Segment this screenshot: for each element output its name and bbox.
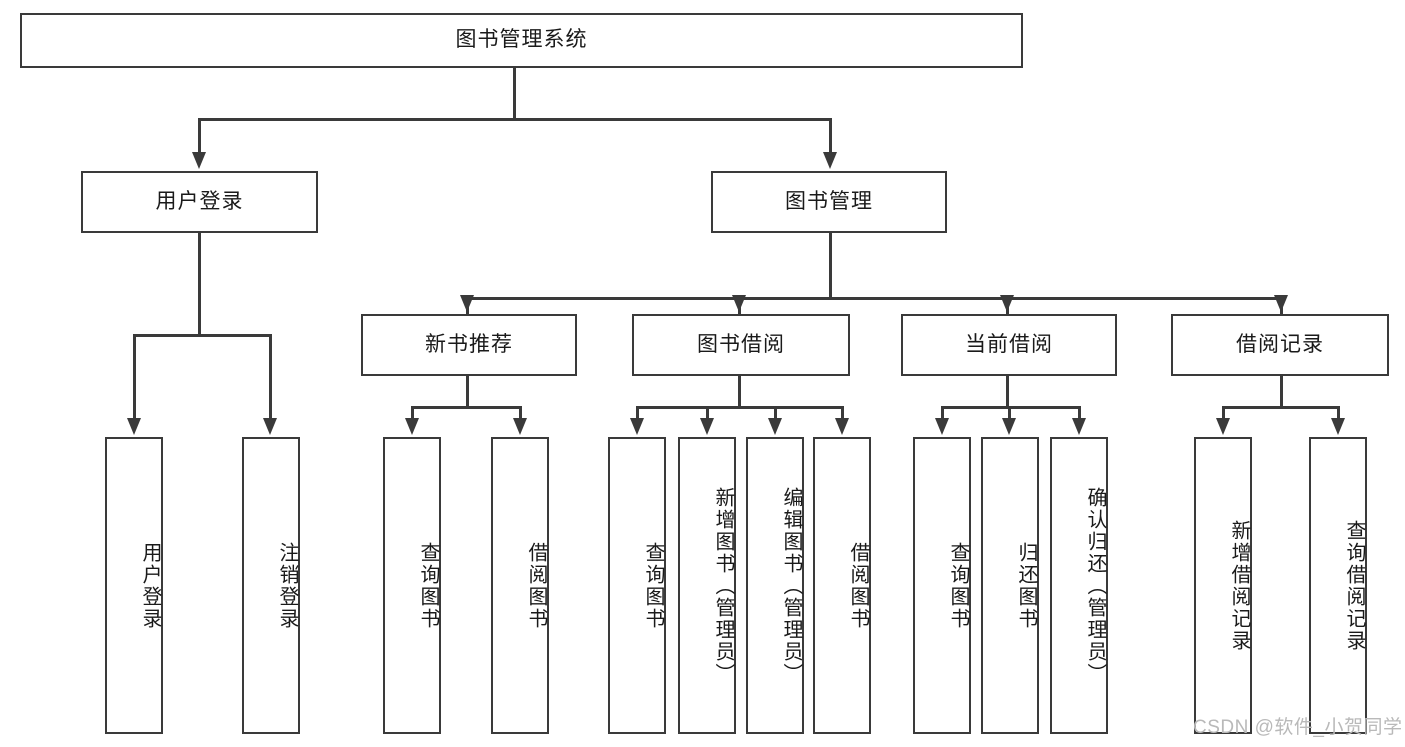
leaf-book-borrow-0[interactable]: 查询图书: [608, 437, 666, 734]
node-label: 用户登录: [155, 189, 244, 213]
connector-borrow-record-leaf-1: [1222, 406, 1225, 420]
connector-book-borrow-bus: [636, 406, 843, 409]
arrowhead-bm-new-book: [460, 295, 474, 312]
csdn-watermark: CSDN @软件_小贺同学: [1193, 712, 1402, 739]
node-label: 查询借阅记录: [1343, 519, 1365, 652]
arrowhead-book-borrow-leaf-2: [700, 418, 714, 435]
node-label: 注销登录: [276, 541, 298, 630]
connector-borrow-record-stem: [1280, 376, 1283, 408]
arrowhead-root-to-user-login: [192, 152, 206, 169]
node-label: 用户登录: [139, 541, 161, 630]
arrowhead-new-book-leaf-2: [513, 418, 527, 435]
node-label: 新书推荐: [425, 332, 513, 356]
arrowhead-current-borrow-leaf-2: [1002, 418, 1016, 435]
leaf-new-book-1[interactable]: 借阅图书: [491, 437, 549, 734]
connector-new-book-leaf-2: [519, 406, 522, 420]
connector-root-to-book-management: [829, 118, 832, 154]
arrowhead-new-book-leaf-1: [405, 418, 419, 435]
leaf-current-borrow-1[interactable]: 归还图书: [981, 437, 1039, 734]
connector-book-borrow-stem: [738, 376, 741, 408]
leaf-user-login-0[interactable]: 用户登录: [105, 437, 163, 734]
node-book-borrow[interactable]: 图书借阅: [632, 314, 850, 376]
node-label: 新增借阅记录: [1228, 519, 1250, 652]
connector-user-login-to-leaf-1: [133, 334, 136, 420]
connector-user-login-stem: [198, 233, 201, 336]
leaf-current-borrow-2[interactable]: 确认归还（管理员）: [1050, 437, 1108, 734]
node-label: 查询图书: [417, 541, 439, 630]
node-label: 新增图书（管理员）: [712, 486, 734, 685]
leaf-new-book-0[interactable]: 查询图书: [383, 437, 441, 734]
arrowhead-book-borrow-leaf-3: [768, 418, 782, 435]
node-current-borrow[interactable]: 当前借阅: [901, 314, 1117, 376]
arrowhead-borrow-record-leaf-2: [1331, 418, 1345, 435]
connector-root-to-user-login: [198, 118, 201, 154]
node-label: 当前借阅: [965, 332, 1053, 356]
node-borrow-record[interactable]: 借阅记录: [1171, 314, 1389, 376]
connector-current-borrow-bus: [941, 406, 1080, 409]
arrowhead-bm-borrow-record: [1274, 295, 1288, 312]
arrowhead-book-borrow-leaf-1: [630, 418, 644, 435]
connector-book-borrow-leaf-2: [706, 406, 709, 420]
node-user-login[interactable]: 用户登录: [81, 171, 318, 233]
connector-book-management-bus: [466, 297, 1282, 300]
connector-current-borrow-leaf-2: [1008, 406, 1011, 420]
leaf-book-borrow-2[interactable]: 编辑图书（管理员）: [746, 437, 804, 734]
arrowhead-bm-book-borrow: [732, 295, 746, 312]
node-book-management[interactable]: 图书管理: [711, 171, 947, 233]
arrowhead-root-to-book-management: [823, 152, 837, 169]
arrowhead-current-borrow-leaf-3: [1072, 418, 1086, 435]
leaf-user-login-1[interactable]: 注销登录: [242, 437, 300, 734]
arrowhead-borrow-record-leaf-1: [1216, 418, 1230, 435]
node-label: 图书管理系统: [455, 28, 588, 52]
node-new-book-recommend[interactable]: 新书推荐: [361, 314, 577, 376]
connector-current-borrow-leaf-1: [941, 406, 944, 420]
connector-borrow-record-bus: [1222, 406, 1339, 409]
connector-book-borrow-leaf-3: [774, 406, 777, 420]
node-label: 借阅图书: [847, 541, 869, 630]
connector-book-borrow-leaf-4: [841, 406, 844, 420]
arrowhead-bm-current-borrow: [1000, 295, 1014, 312]
node-label: 查询图书: [947, 541, 969, 630]
arrowhead-current-borrow-leaf-1: [935, 418, 949, 435]
connector-root-stem: [513, 68, 516, 120]
node-label: 借阅记录: [1236, 332, 1324, 356]
arrowhead-user-login-leaf-1: [127, 418, 141, 435]
leaf-book-borrow-1[interactable]: 新增图书（管理员）: [678, 437, 736, 734]
node-label: 借阅图书: [525, 541, 547, 630]
connector-current-borrow-leaf-3: [1078, 406, 1081, 420]
node-label: 编辑图书（管理员）: [780, 486, 802, 685]
connector-borrow-record-leaf-2: [1337, 406, 1340, 420]
connector-user-login-to-leaf-2: [269, 334, 272, 420]
node-label: 确认归还（管理员）: [1084, 486, 1106, 685]
arrowhead-book-borrow-leaf-4: [835, 418, 849, 435]
arrowhead-user-login-leaf-2: [263, 418, 277, 435]
connector-user-login-bus: [133, 334, 271, 337]
node-label: 查询图书: [642, 541, 664, 630]
connector-book-management-stem: [829, 233, 832, 299]
connector-book-borrow-leaf-1: [636, 406, 639, 420]
connector-new-book-stem: [466, 376, 469, 408]
node-label: 归还图书: [1015, 541, 1037, 630]
leaf-book-borrow-3[interactable]: 借阅图书: [813, 437, 871, 734]
connector-root-bus: [198, 118, 831, 121]
leaf-borrow-record-1[interactable]: 查询借阅记录: [1309, 437, 1367, 734]
node-label: 图书借阅: [697, 332, 785, 356]
watermark-text: CSDN @软件_小贺同学: [1193, 717, 1403, 738]
node-label: 图书管理: [785, 189, 873, 213]
connector-new-book-leaf-1: [411, 406, 414, 420]
connector-current-borrow-stem: [1006, 376, 1009, 408]
leaf-borrow-record-0[interactable]: 新增借阅记录: [1194, 437, 1252, 734]
connector-new-book-bus: [411, 406, 521, 409]
leaf-current-borrow-0[interactable]: 查询图书: [913, 437, 971, 734]
node-root-book-management-system[interactable]: 图书管理系统: [20, 13, 1023, 68]
